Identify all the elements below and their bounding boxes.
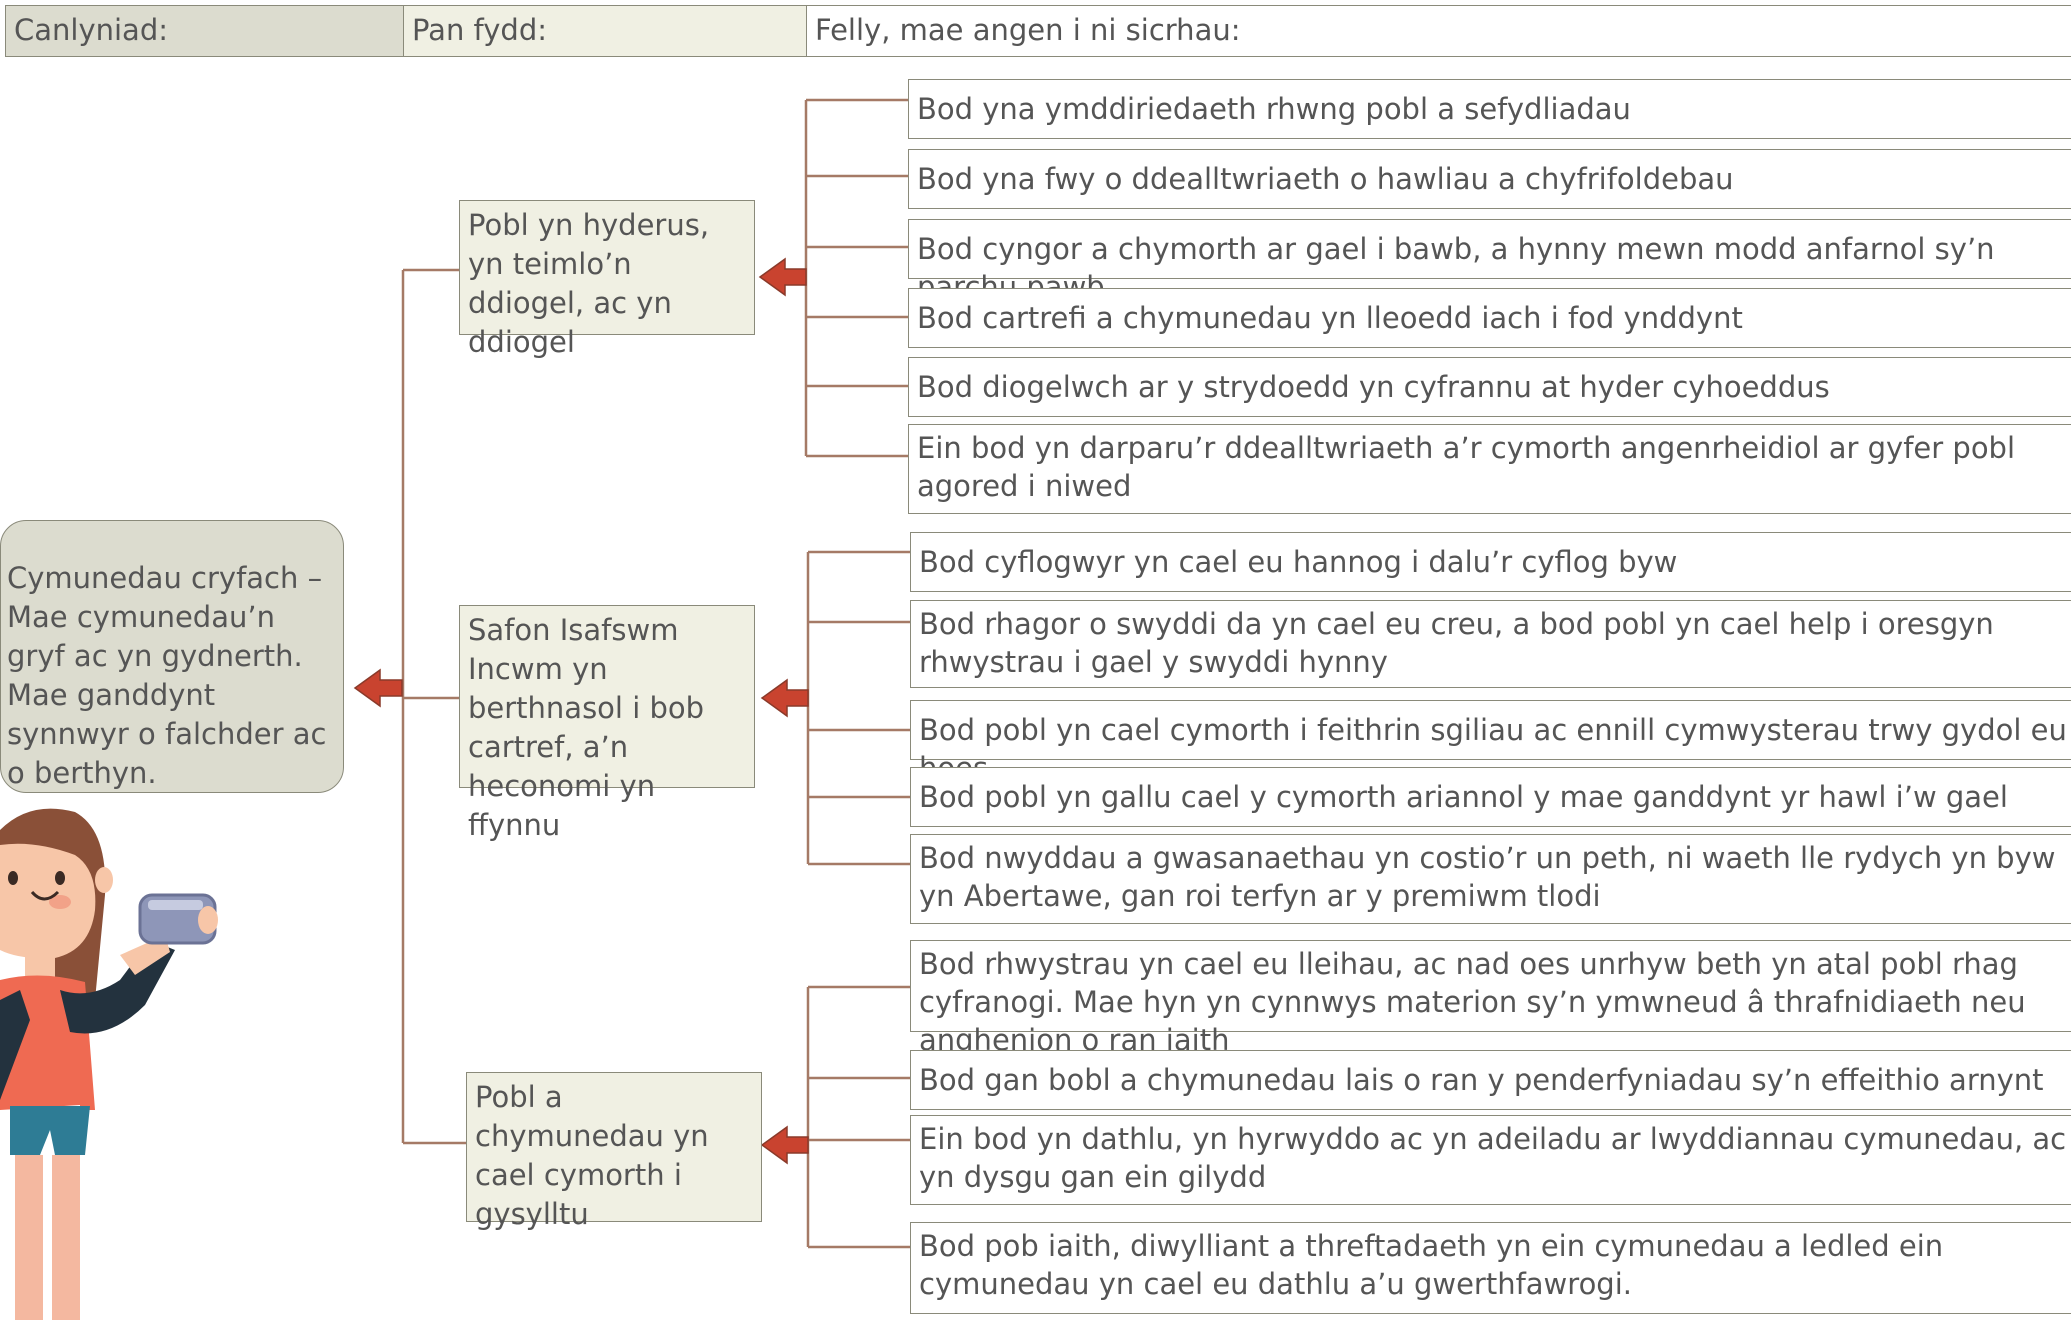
arrow-outcome-icon (353, 668, 403, 708)
list-item: Bod rhagor o swyddi da yn cael eu creu, … (910, 600, 2071, 688)
arrow-group1-icon (758, 257, 807, 297)
arrow-group3-icon (760, 1125, 809, 1165)
list-item: Bod pob iaith, diwylliant a threftadaeth… (910, 1222, 2071, 1314)
group-label-connect: Pobl a chymunedau yn cael cymorth i gysy… (466, 1072, 762, 1231)
header-when: Pan fydd: (403, 5, 808, 57)
list-item: Ein bod yn dathlu, yn hyrwyddo ac yn ade… (910, 1115, 2071, 1205)
header-outcome: Canlyniad: (5, 5, 405, 57)
list-item: Ein bod yn darparu’r ddealltwriaeth a’r … (908, 424, 2071, 514)
list-item: Bod rhwystrau yn cael eu lleihau, ac nad… (910, 940, 2071, 1057)
list-item: Bod yna ymddiriedaeth rhwng pobl a sefyd… (908, 79, 2071, 139)
woman-holding-phone-illustration (0, 808, 218, 1320)
list-item: Bod nwyddau a gwasanaethau yn costio’r u… (910, 834, 2071, 924)
outcome-box: Cymunedau cryfach – Mae cymunedau’n gryf… (0, 520, 344, 793)
header-ensure: Felly, mae angen i ni sicrhau: (806, 5, 2071, 57)
list-item: Bod pobl yn cael cymorth i feithrin sgil… (910, 700, 2071, 785)
list-item: Bod gan bobl a chymunedau lais o ran y p… (910, 1050, 2071, 1110)
arrow-group2-icon (760, 678, 809, 718)
group-label-safety: Pobl yn hyderus, yn teimlo’n ddiogel, ac… (459, 200, 755, 359)
list-item: Bod pobl yn gallu cael y cymorth arianno… (910, 767, 2071, 827)
list-item: Bod diogelwch ar y strydoedd yn cyfrannu… (908, 357, 2071, 417)
list-item: Bod yna fwy o ddealltwriaeth o hawliau a… (908, 149, 2071, 209)
group-label-income: Safon Isafswm Incwm yn berthnasol i bob … (459, 605, 755, 842)
list-item: Bod cyngor a chymorth ar gael i bawb, a … (908, 219, 2071, 304)
list-item: Bod cartrefi a chymunedau yn lleoedd iac… (908, 288, 2071, 348)
list-item: Bod cyflogwyr yn cael eu hannog i dalu’r… (910, 532, 2071, 592)
